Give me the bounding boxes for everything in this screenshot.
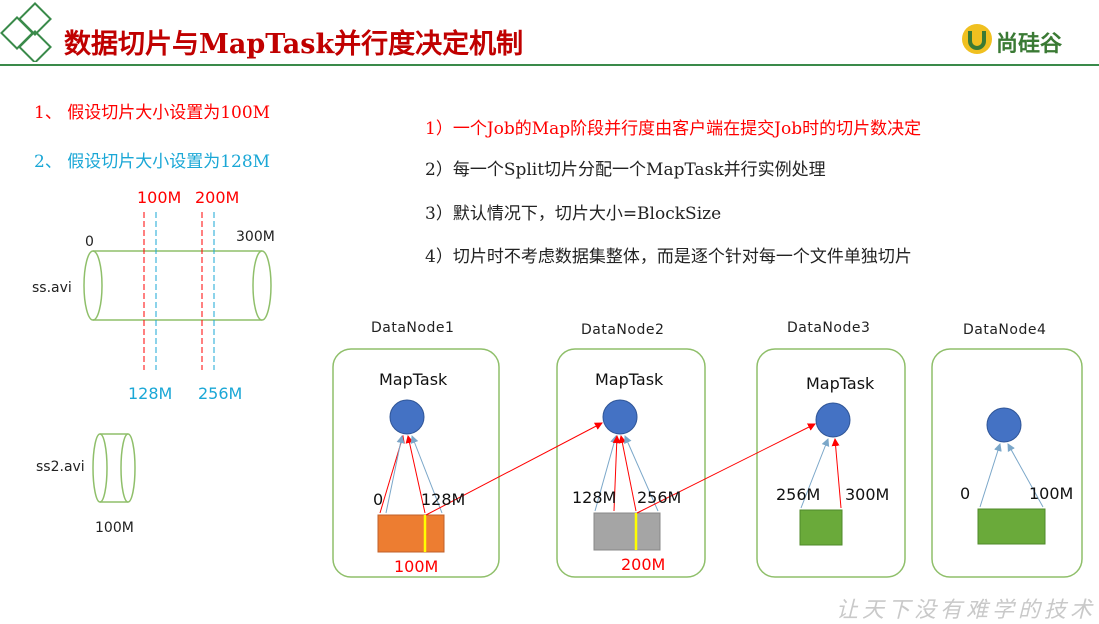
- file-cylinder-ss-avi: [83, 250, 272, 321]
- node4-circle: [986, 407, 1022, 443]
- node3-end-label: 300M: [845, 485, 890, 504]
- node2-start-label: 128M: [572, 488, 617, 507]
- mark-200m: 200M: [195, 188, 240, 207]
- datanode1-label: DataNode1: [371, 320, 455, 336]
- file-cylinder-ss2-avi: [92, 433, 136, 503]
- maptask3-label: MapTask: [806, 374, 875, 393]
- node1-start-label: 0: [373, 490, 384, 509]
- mark-128m: 128M: [128, 384, 173, 403]
- mark-100m: 100M: [137, 188, 182, 207]
- point-3: 3）默认情况下，切片大小=BlockSize: [425, 204, 722, 224]
- assumption-128m: 2、 假设切片大小设置为128M: [34, 152, 271, 172]
- block-node4: [977, 508, 1046, 545]
- file-ss2-avi-label: ss2.avi: [36, 459, 85, 475]
- block-node3: [799, 509, 843, 546]
- file-end-label: 300M: [236, 229, 275, 245]
- brand-logo-text: 尚硅谷: [996, 32, 1063, 57]
- node3-start-label: 256M: [776, 485, 821, 504]
- block-node2: [593, 512, 661, 551]
- node1-end-label: 128M: [421, 490, 466, 509]
- assumption-100m: 1、 假设切片大小设置为100M: [34, 103, 271, 123]
- point-2: 2）每一个Split切片分配一个MapTask并行实例处理: [425, 160, 826, 180]
- node2-split-label: 200M: [621, 555, 666, 574]
- header-diamond-logo: [0, 2, 52, 62]
- datanode3-box: [756, 348, 906, 578]
- maptask1-label: MapTask: [379, 370, 448, 389]
- node2-arrows: [594, 423, 816, 514]
- maptask2-label: MapTask: [595, 370, 664, 389]
- node1-split-label: 100M: [394, 557, 439, 576]
- file-start-label: 0: [85, 234, 94, 250]
- datanode1-box: [332, 348, 500, 578]
- node1-arrows: [379, 422, 603, 516]
- datanode4-box: [931, 348, 1083, 578]
- node2-end-label: 256M: [637, 488, 682, 507]
- point-1: 1）一个Job的Map阶段并行度由客户端在提交Job时的切片数决定: [425, 119, 922, 139]
- node4-start-label: 0: [960, 484, 971, 503]
- footer-slogan: 让天下没有难学的技术: [836, 598, 1097, 623]
- node4-arrows: [979, 443, 1044, 508]
- brand-logo-icon: [962, 24, 992, 54]
- file-ss-avi-label: ss.avi: [32, 280, 72, 296]
- maptask3-circle: [815, 402, 851, 438]
- file-ss2-size-label: 100M: [95, 520, 134, 536]
- block-node1: [377, 514, 445, 553]
- maptask2-circle: [602, 399, 638, 435]
- mark-256m: 256M: [198, 384, 243, 403]
- node4-end-label: 100M: [1029, 484, 1074, 503]
- header-divider: [0, 64, 1099, 66]
- datanode4-label: DataNode4: [963, 322, 1047, 338]
- datanode2-label: DataNode2: [581, 322, 665, 338]
- page-title: 数据切片与MapTask并行度决定机制: [64, 29, 524, 60]
- point-4: 4）切片时不考虑数据集整体，而是逐个针对每一个文件单独切片: [425, 247, 912, 267]
- datanode3-label: DataNode3: [787, 320, 871, 336]
- datanode2-box: [556, 348, 706, 578]
- maptask1-circle: [389, 399, 425, 435]
- node3-arrows: [800, 438, 842, 509]
